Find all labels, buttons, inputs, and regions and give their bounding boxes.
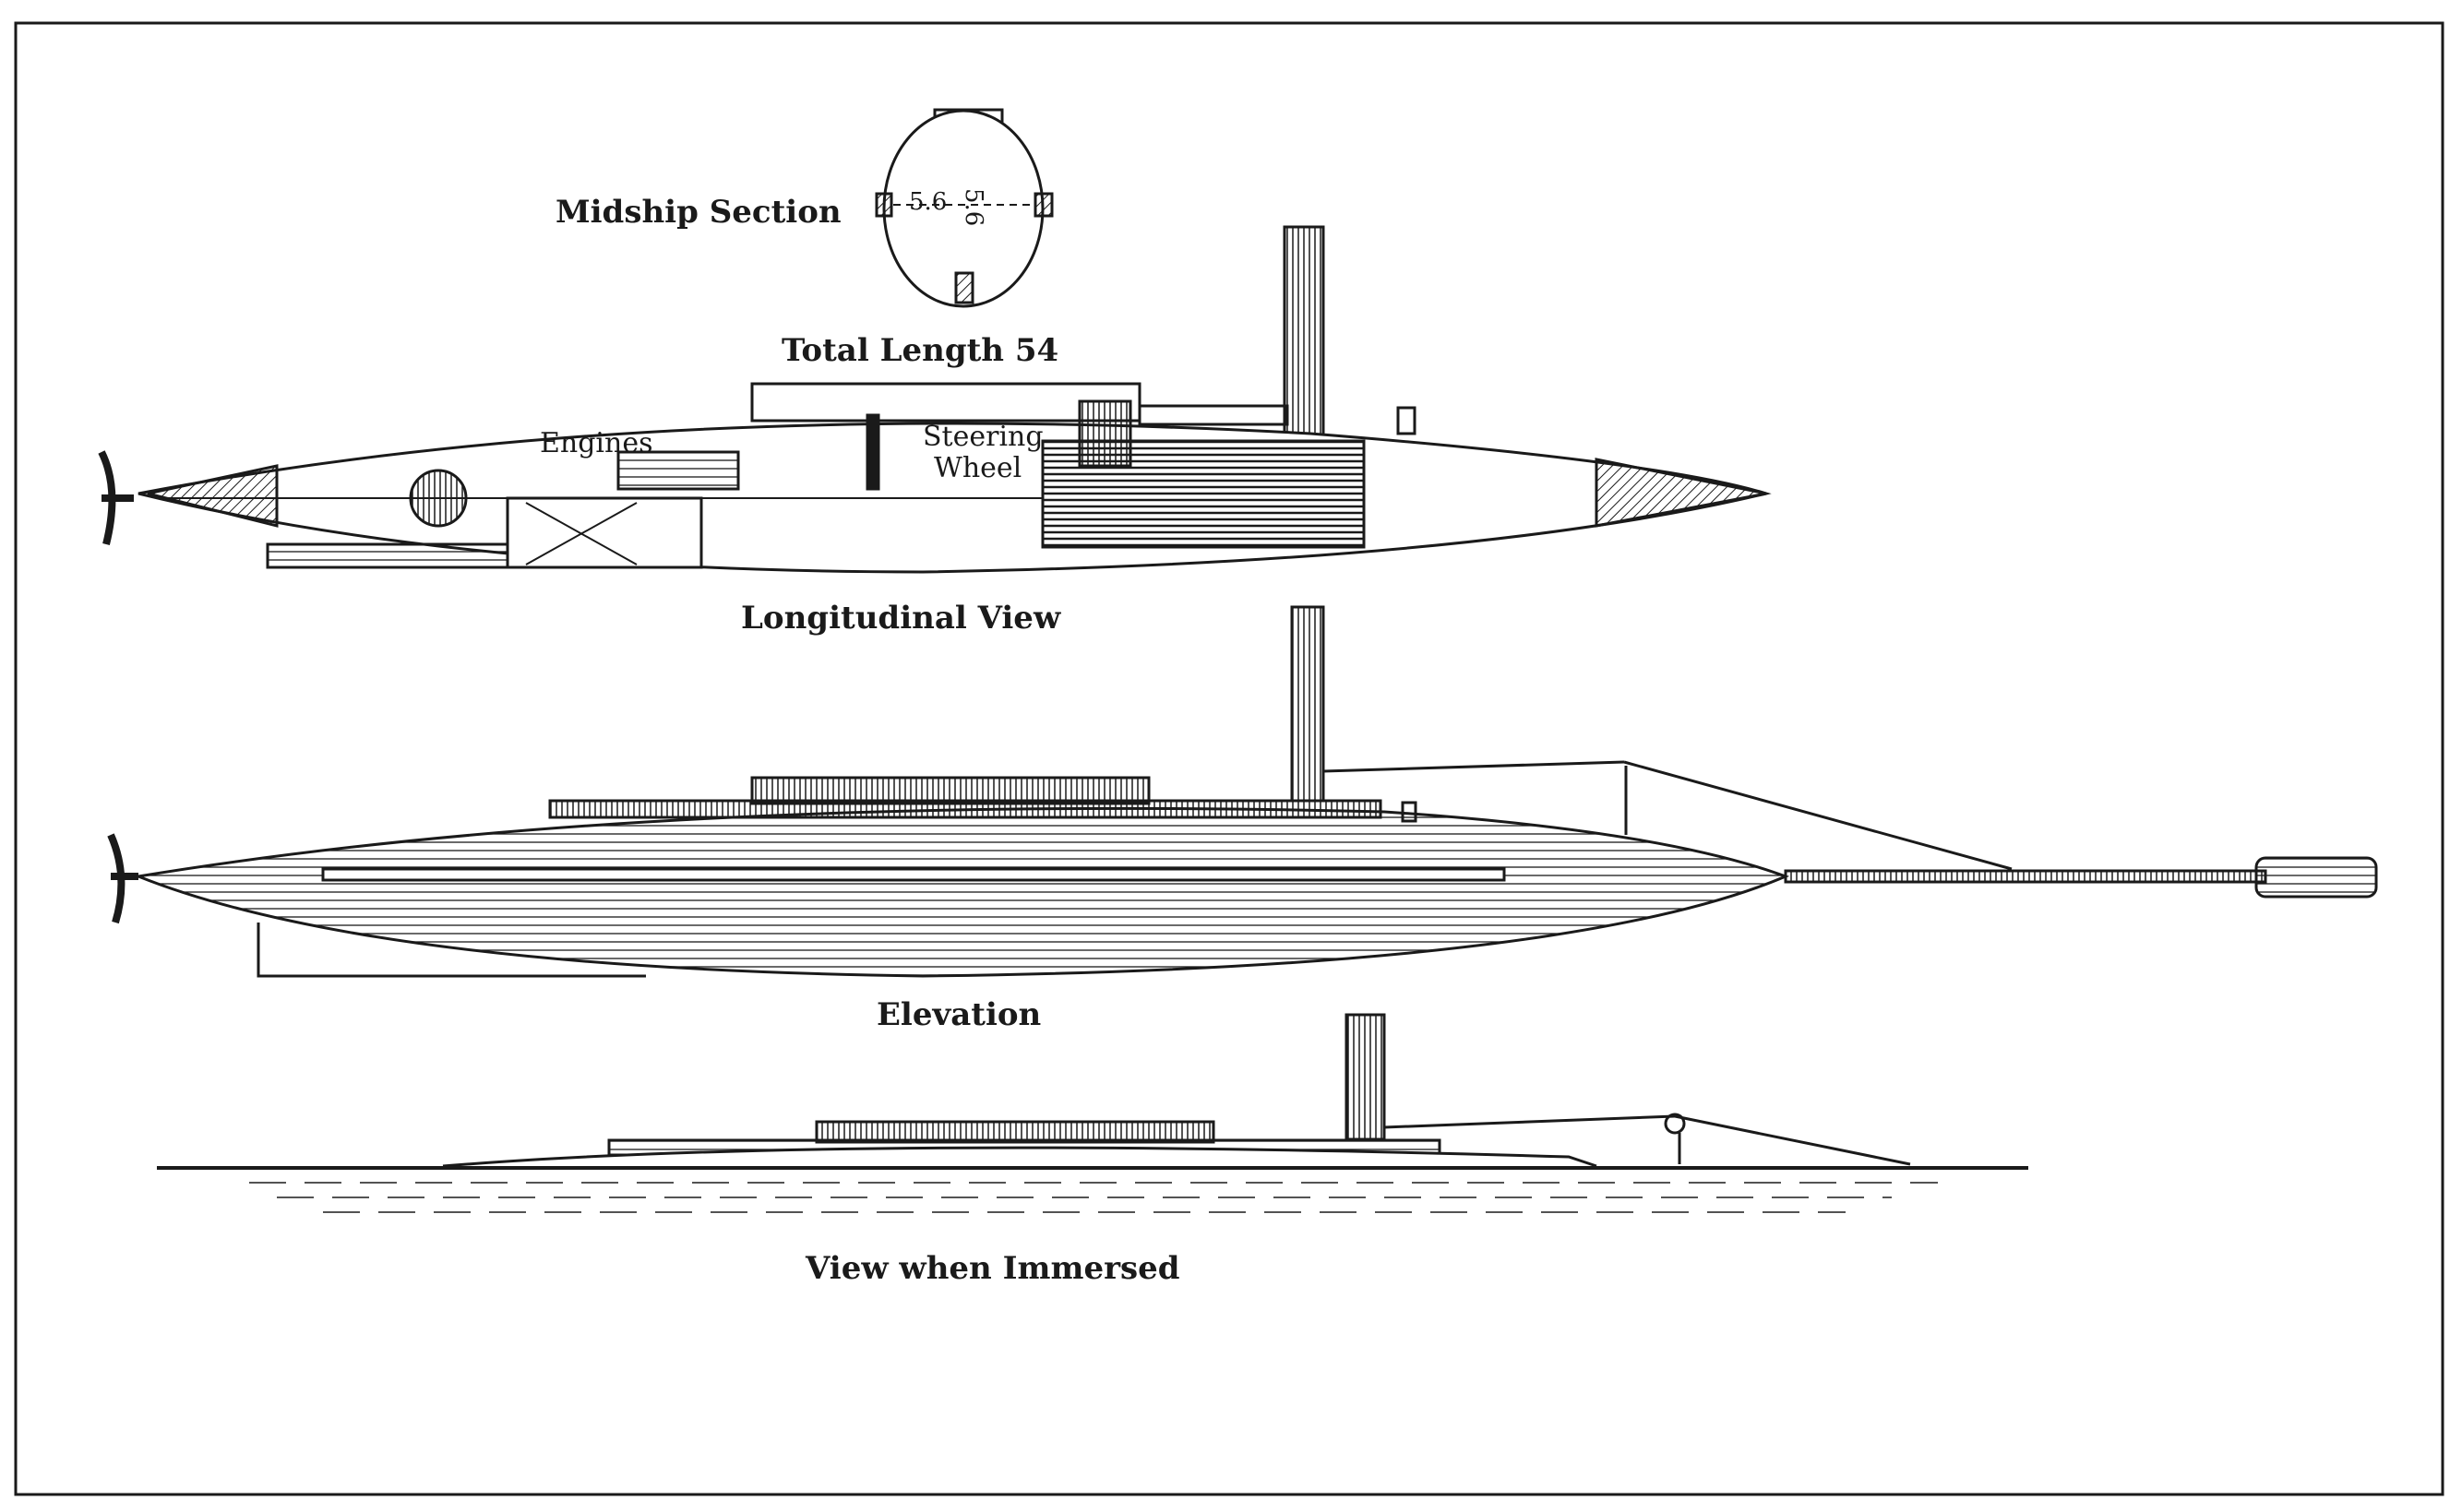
longitudinal-view-label: Longitudinal View [741,600,1061,637]
elevation-diagram [107,605,2378,978]
immersed-view-diagram [157,1013,2028,1213]
total-length-label: Total Length 54 [782,332,1059,369]
steering-wheel-label-line2: Wheel [934,452,1022,484]
longitudinal-view-diagram [98,225,1772,574]
frame-border [14,21,2444,1496]
steering-wheel-label: Steering Wheel [923,422,1044,484]
midship-width-dimension: 5.6 [909,188,948,216]
engines-label: Engines [540,427,653,459]
midship-section-diagram [875,108,1054,308]
midship-section-label: Midship Section [556,194,842,231]
steering-wheel-label-line1: Steering [923,421,1044,453]
elevation-label: Elevation [877,996,1042,1033]
view-when-immersed-label: View when Immersed [806,1250,1180,1287]
midship-height-dimension: 5.6 [960,188,987,227]
